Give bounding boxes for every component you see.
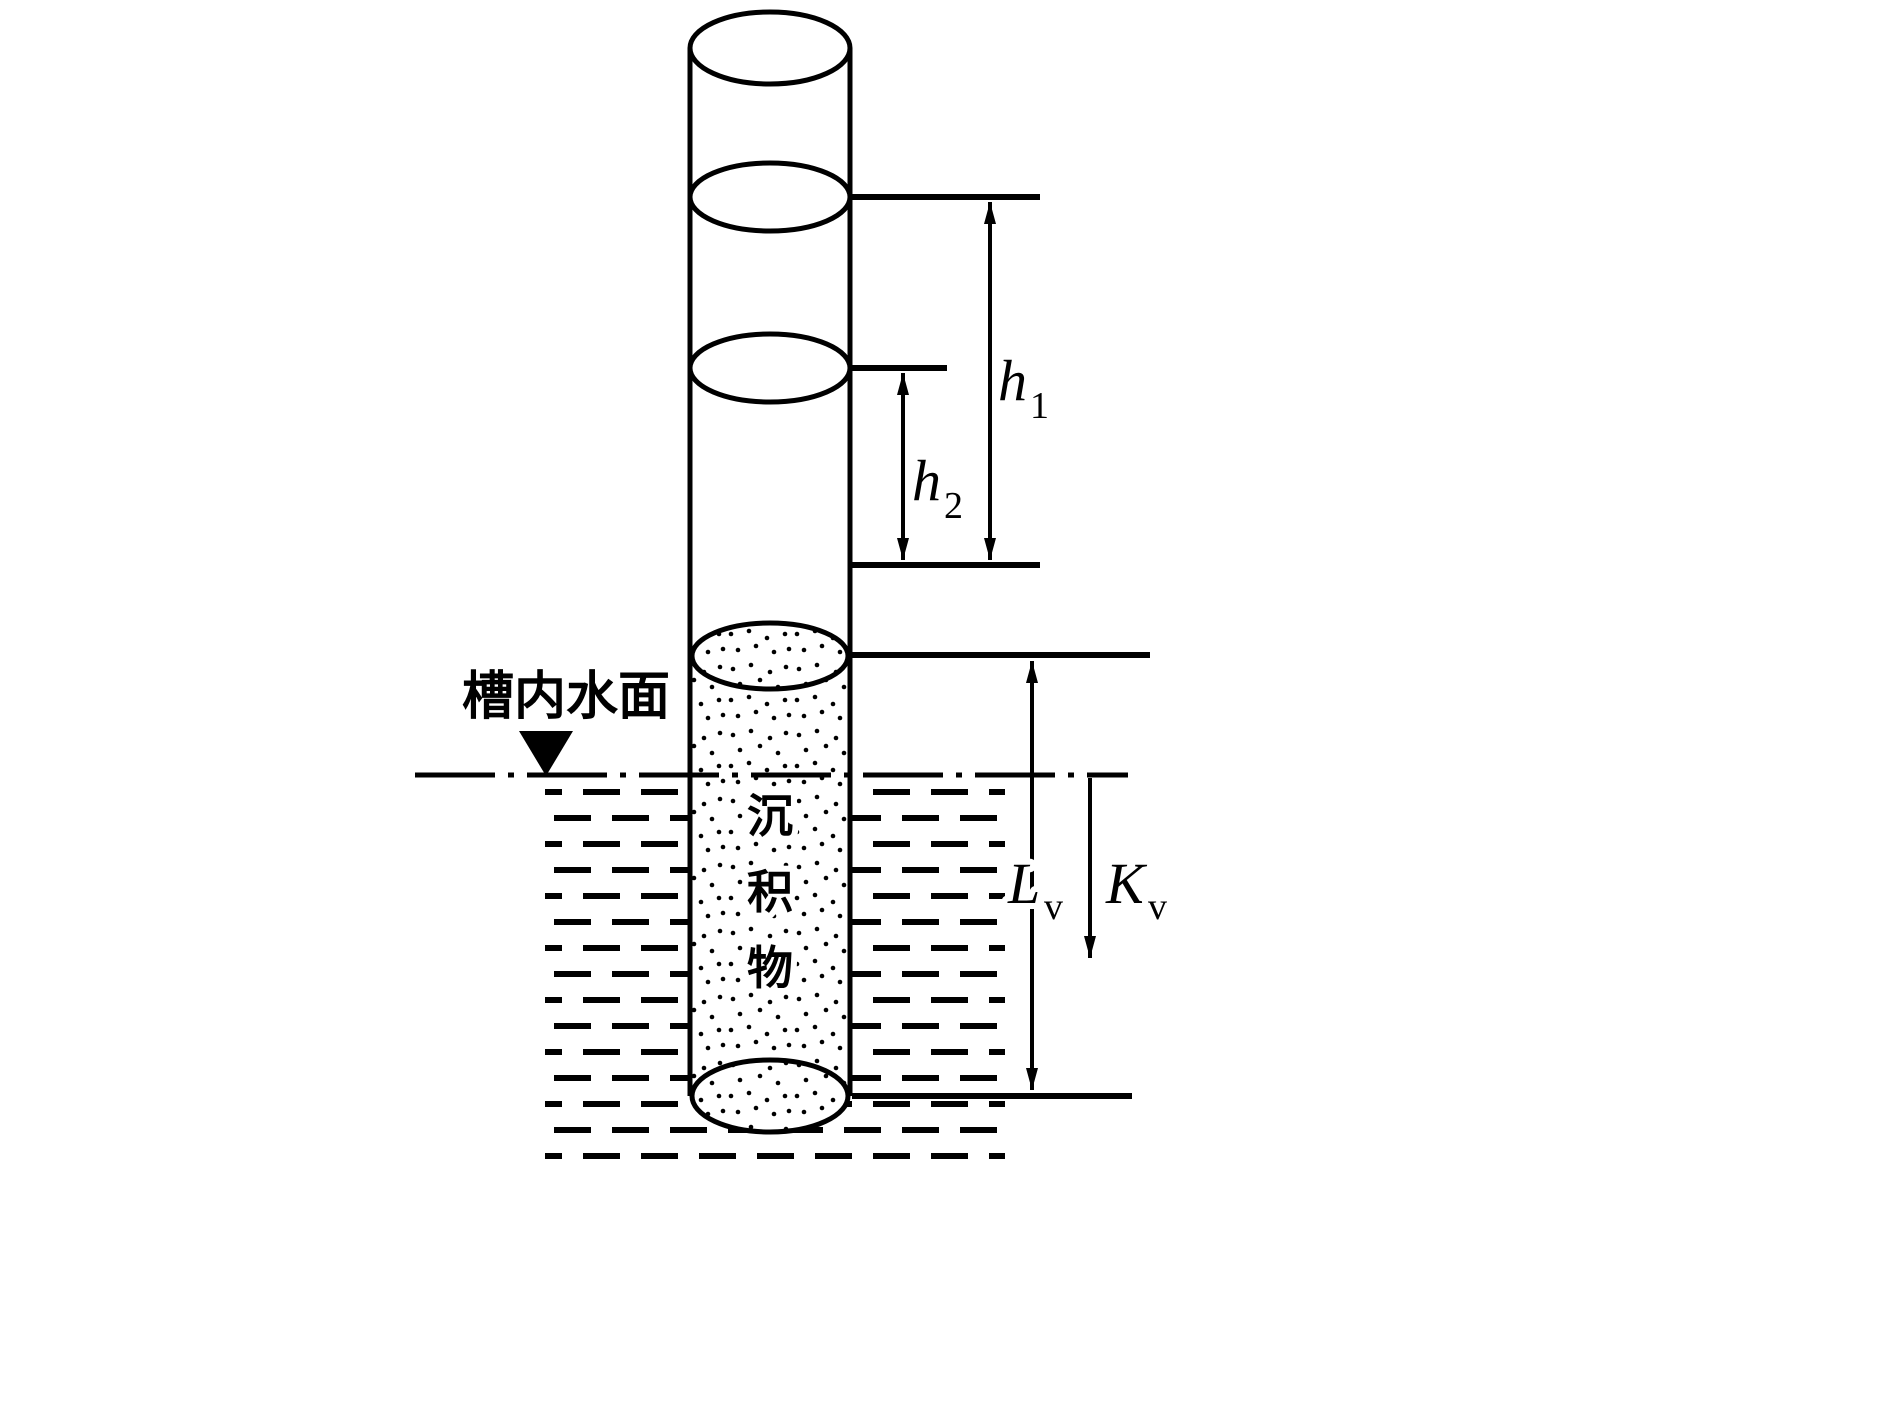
kv-subscript: v [1148, 886, 1167, 928]
lv-subscript: v [1044, 886, 1063, 928]
tube-top-ellipse [687, 9, 853, 87]
h2-subscript: 2 [944, 485, 963, 527]
tube-bottom-cap-ellipse [689, 1057, 851, 1135]
sediment-fill [692, 656, 848, 1096]
tank-water-surface-label: 槽内水面 [462, 668, 670, 726]
h1-subscript: 1 [1030, 385, 1049, 427]
sediment-label-char-1: 沉 [747, 790, 793, 842]
h1-label: h [998, 348, 1027, 413]
lv-label: L [1007, 851, 1040, 916]
sediment-label-char-3: 物 [747, 942, 793, 994]
sediment-label-char-2: 积 [747, 866, 793, 918]
water-surface-triangle-symbol [519, 731, 573, 776]
kv-label: K [1105, 851, 1148, 916]
h2-label: h [912, 448, 941, 513]
water-level-1-ellipse [687, 160, 853, 234]
sediment-top-ellipse [689, 620, 851, 692]
water-level-2-ellipse [687, 331, 853, 405]
